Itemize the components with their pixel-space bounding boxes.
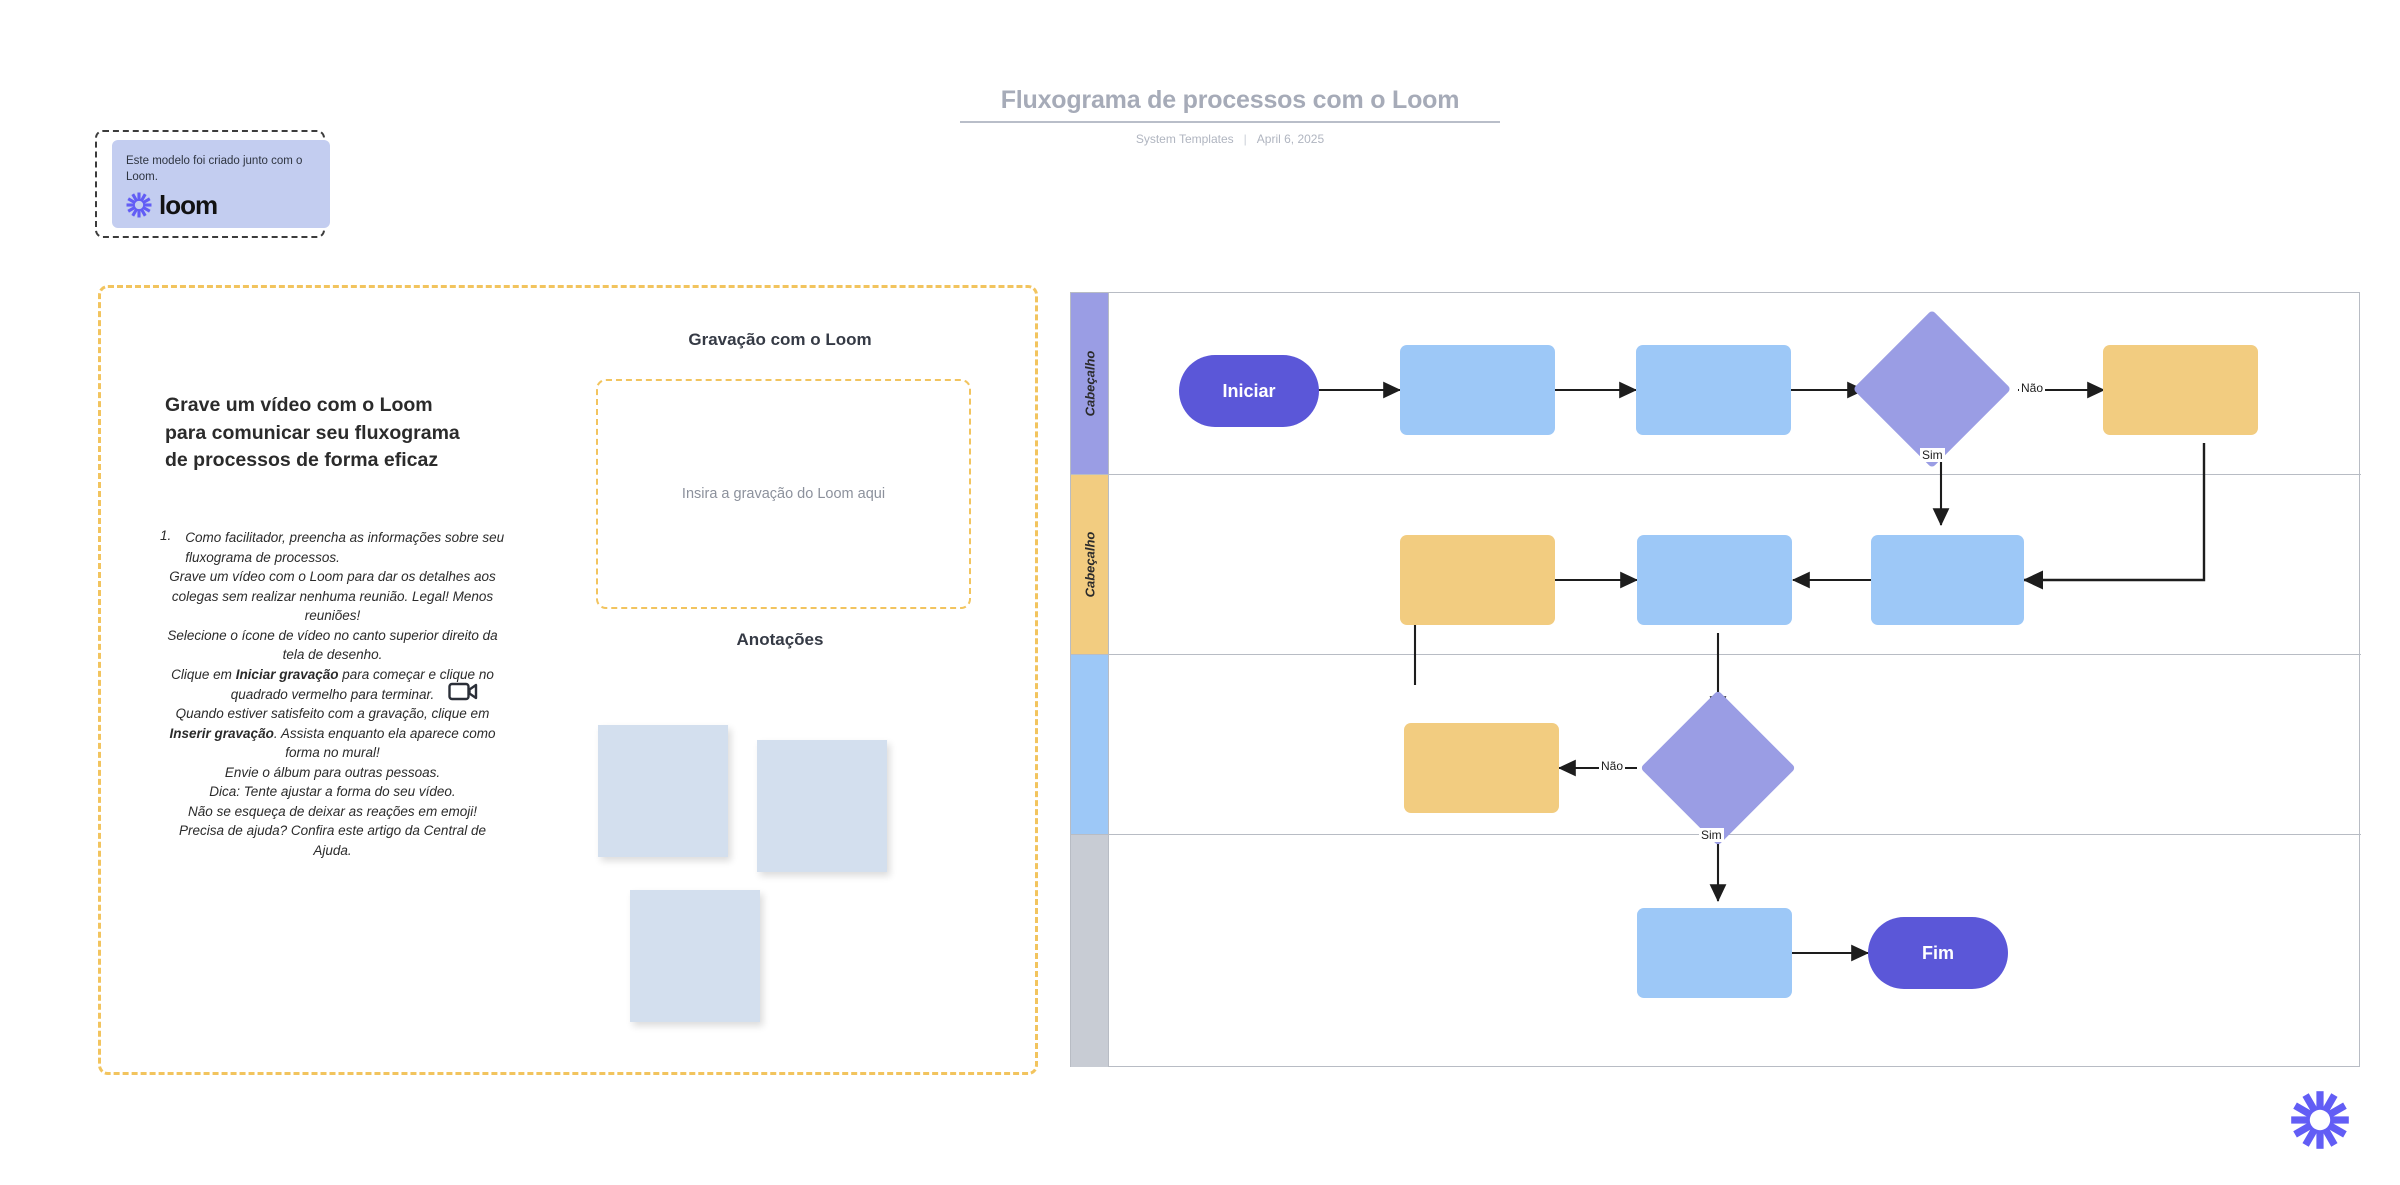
title-meta: System Templates | April 6, 2025 — [960, 132, 1500, 146]
lane-header-2[interactable]: Cabeçalho — [1071, 475, 1108, 654]
flow-node-process[interactable] — [1404, 723, 1559, 813]
instructions-heading: Grave um vídeo com o Loom para comunicar… — [165, 394, 460, 472]
edge-label-sim: Sim — [1699, 828, 1724, 842]
page-title: Fluxograma de processos com o Loom — [1000, 86, 1460, 114]
video-camera-icon[interactable] — [448, 680, 478, 704]
swimlane-row: Cabeçalho — [1071, 475, 2361, 655]
list-number: 1. — [160, 528, 172, 543]
swimlane-flowchart: Cabeçalho Cabeçalho — [1070, 292, 2361, 1067]
lane-body-2 — [1108, 475, 2361, 654]
notes-heading: Anotações — [736, 630, 824, 649]
list-item: Não se esqueça de deixar as reações em e… — [188, 803, 477, 819]
list-item-text: Como facilitador, preencha as informaçõe… — [185, 530, 505, 565]
flow-node-decision[interactable] — [1640, 690, 1796, 846]
loom-promo-card[interactable]: Este modelo foi criado junto com o Loom.… — [112, 140, 330, 228]
edge-label-nao: Não — [1599, 759, 1626, 773]
instructions-list: 1. Como facilitador, preencha as informa… — [160, 528, 505, 861]
flow-node-process[interactable] — [1400, 535, 1555, 625]
loom-recording-dropzone[interactable]: Insira a gravação do Loom aqui — [596, 379, 971, 609]
list-item: Precisa de ajuda? Confira este artigo da… — [179, 823, 486, 858]
meta-separator: | — [1243, 132, 1247, 146]
author-label: System Templates — [1135, 132, 1234, 146]
list-item: Quando estiver satisfeito com a gravação… — [169, 706, 496, 761]
title-divider — [960, 121, 1500, 123]
sticky-note[interactable] — [598, 725, 728, 857]
list-item: Grave um vídeo com o Loom para dar os de… — [169, 569, 496, 624]
bold-term: Inserir gravação — [169, 725, 274, 741]
lane-body-4 — [1108, 835, 2361, 1067]
list-item: Clique em Iniciar gravação para começar … — [171, 666, 494, 702]
list-item: Envie o álbum para outras pessoas. — [224, 764, 441, 780]
flow-node-process[interactable] — [2103, 345, 2258, 435]
lane-label: Cabeçalho — [1082, 531, 1097, 598]
promo-text: Este modelo foi criado junto com o Loom. — [126, 155, 303, 183]
lane-header-4[interactable] — [1071, 835, 1108, 1067]
swimlane-row — [1071, 835, 2361, 1067]
sticky-note[interactable] — [630, 890, 760, 1022]
recording-heading: Gravação com o Loom — [688, 330, 872, 349]
edge-label-nao: Não — [2019, 381, 2046, 395]
list-item: 1. Como facilitador, preencha as informa… — [160, 528, 505, 567]
flow-node-process[interactable] — [1636, 345, 1791, 435]
date-label: April 6, 2025 — [1256, 132, 1325, 146]
flow-node-end[interactable]: Fim — [1868, 917, 2008, 989]
flow-node-process[interactable] — [1637, 535, 1792, 625]
swimlane-row: Cabeçalho — [1071, 293, 2361, 475]
lane-header-1[interactable]: Cabeçalho — [1071, 293, 1108, 474]
dropzone-placeholder: Insira a gravação do Loom aqui — [681, 486, 886, 502]
loom-starburst-icon — [126, 192, 152, 218]
flow-node-process[interactable] — [1871, 535, 2024, 625]
flow-node-process[interactable] — [1637, 908, 1792, 998]
lane-body-1 — [1108, 293, 2361, 474]
lane-label: Cabeçalho — [1082, 350, 1097, 417]
list-item: Dica: Tente ajustar a forma do seu vídeo… — [209, 784, 456, 800]
flow-node-process[interactable] — [1400, 345, 1555, 435]
lane-body-3 — [1108, 655, 2361, 834]
list-item: Selecione o ícone de vídeo no canto supe… — [167, 627, 498, 663]
flow-node-decision[interactable] — [1852, 309, 2012, 469]
sticky-note[interactable] — [757, 740, 887, 872]
board-title-block: Fluxograma de processos com o Loom Syste… — [960, 86, 1500, 146]
edge-label-sim: Sim — [1920, 448, 1945, 462]
lane-header-3[interactable] — [1071, 655, 1108, 834]
loom-wordmark: loom — [159, 190, 218, 221]
instructions-panel — [98, 285, 1038, 1075]
promo-brand: loom — [126, 192, 316, 218]
loom-starburst-icon — [2291, 1091, 2349, 1149]
flow-node-start[interactable]: Iniciar — [1179, 355, 1319, 427]
bold-term: Iniciar gravação — [235, 666, 339, 682]
